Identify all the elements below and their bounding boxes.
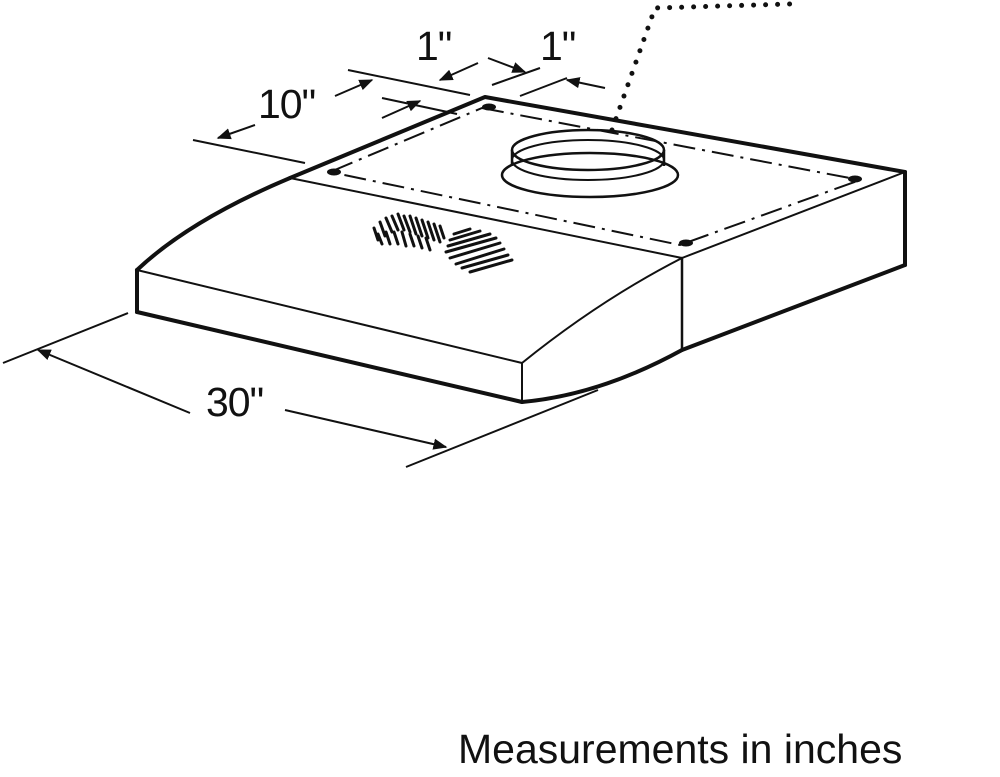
- dimension-label-1in-right: 1": [540, 23, 576, 69]
- duct-collar: [500, 128, 680, 199]
- dimension-label-30in: 30": [206, 379, 264, 425]
- leader-dotted: [609, 1, 793, 133]
- hood-body: [135, 95, 907, 404]
- dimension-30in: [2, 312, 599, 468]
- mounting-outline: [326, 106, 864, 247]
- dimension-label-10in: 10": [258, 81, 316, 127]
- dimension-label-1in-left: 1": [416, 23, 452, 69]
- measurement-units-caption: Measurements in inches: [458, 726, 903, 772]
- vent-slots: [372, 212, 514, 274]
- dimension-1in-pair: [438, 57, 606, 97]
- mounting-holes: [327, 103, 862, 247]
- dimension-10in: [192, 69, 471, 164]
